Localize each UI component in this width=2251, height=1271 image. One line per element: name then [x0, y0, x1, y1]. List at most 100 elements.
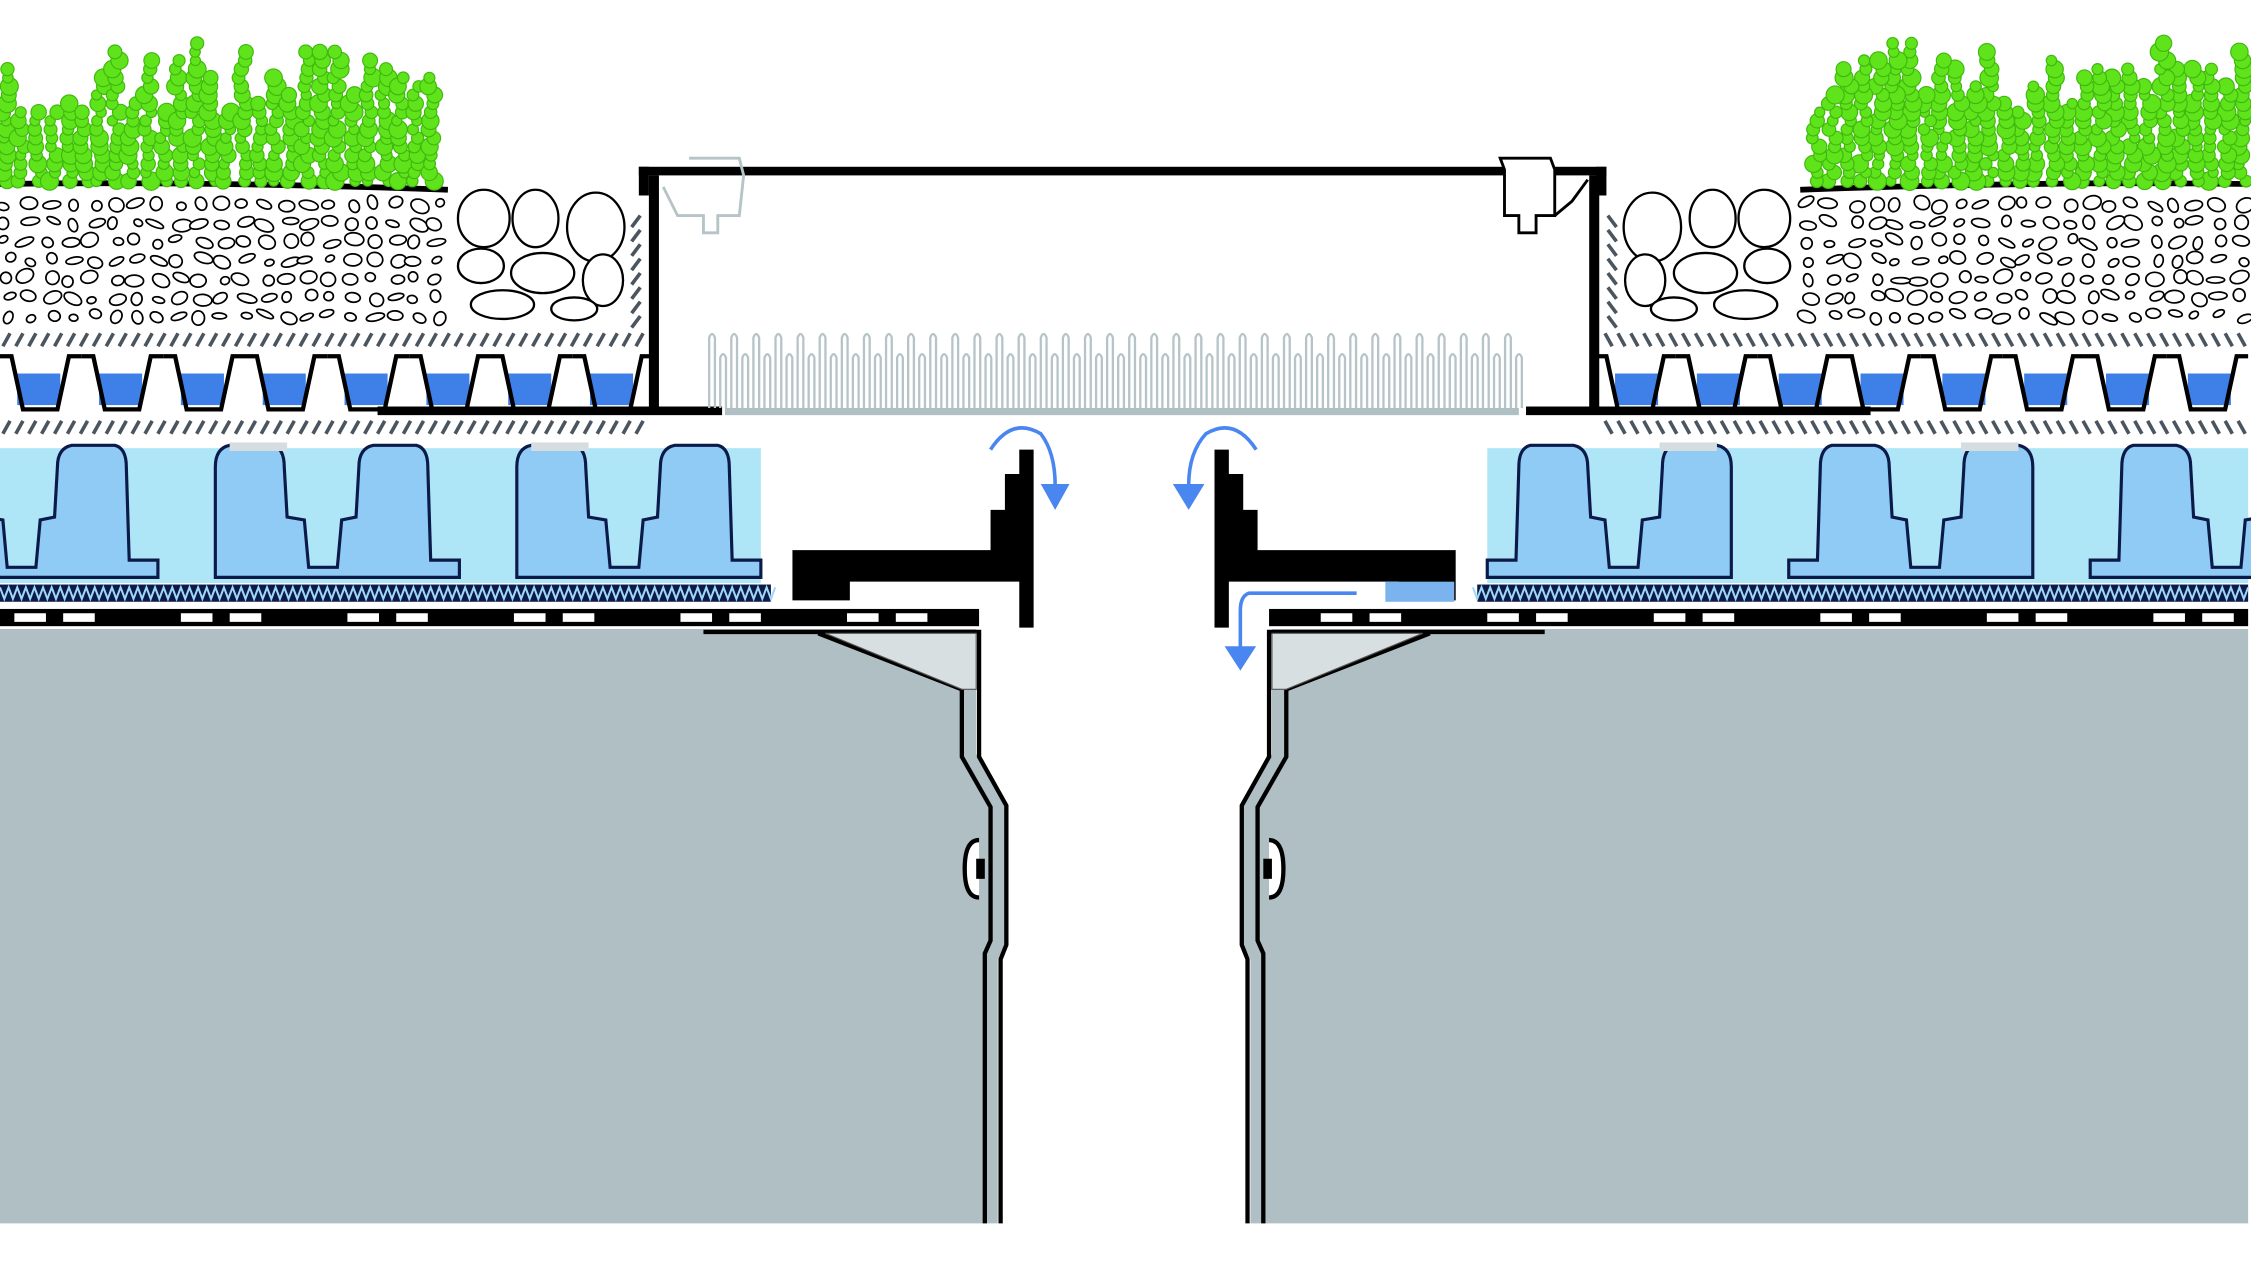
gravel-stone [14, 236, 35, 248]
filter-hatch [453, 332, 464, 348]
cover-base-plate [377, 406, 723, 416]
gravel-stone [1798, 220, 1818, 231]
plant-leaf [14, 106, 27, 119]
gravel-stone [1844, 291, 1856, 305]
gravel-stone [255, 198, 273, 210]
gravel-stone [68, 313, 79, 322]
filter-hatch [1926, 332, 1937, 348]
retained-water [1615, 373, 1659, 406]
edge-profile-outer [703, 629, 1009, 1224]
plant-leaf [1835, 61, 1852, 78]
cover-base-plate [1526, 406, 1871, 416]
side-hatch [630, 243, 642, 257]
gravel-stone [1884, 287, 1905, 303]
gravel-stone [2163, 289, 2185, 304]
membrane-dash [562, 613, 595, 622]
membrane-dash [1487, 613, 1519, 622]
compression-fin [1415, 332, 1424, 408]
drain-cup [2166, 354, 2249, 412]
compression-fin [1304, 332, 1313, 408]
separation-hatch [414, 420, 426, 435]
plant-leaf [264, 68, 283, 88]
filter-hatch [1797, 332, 1808, 348]
plant-leaf [59, 94, 79, 113]
separation-hatch [233, 420, 245, 435]
cover-plate [638, 166, 1607, 176]
plant-leaf [1869, 51, 1888, 70]
gravel-stone [255, 308, 275, 320]
separation-hatch [1732, 420, 1743, 435]
separation-hatch [1693, 420, 1705, 435]
separation-hatch [453, 420, 464, 435]
membrane-dash [347, 613, 379, 622]
water-flow-arrow-right-head [1172, 484, 1205, 510]
edge-clamp-bolt [976, 858, 985, 879]
separation-hatch [1810, 420, 1821, 435]
compression-fin [1459, 332, 1468, 408]
gravel-stone [431, 255, 443, 265]
filter-hatch [608, 332, 619, 348]
drainage-board [213, 443, 461, 579]
compression-fin [1448, 353, 1457, 408]
gravel-stone [2188, 310, 2200, 320]
plant-leaf [396, 71, 410, 85]
gravel-stone [434, 197, 446, 208]
gravel-stone [2212, 308, 2226, 319]
separation-hatch [1603, 420, 1614, 435]
gravel-stone [91, 199, 103, 212]
separation-hatch [1668, 420, 1679, 435]
compression-fin [1260, 332, 1269, 408]
gravel-stone [2038, 236, 2058, 251]
gravel-stone [108, 293, 128, 307]
gravel-stone [2020, 219, 2037, 228]
compression-fin [840, 332, 849, 408]
gravel-stone [67, 217, 79, 233]
gravel-stone [283, 233, 300, 249]
compression-fin [1105, 332, 1115, 408]
gravel-stone [2100, 288, 2120, 301]
gravel-stone [63, 291, 83, 307]
filter-hatch [2197, 332, 2209, 348]
gravel-stone [110, 274, 125, 287]
gravel-stone [300, 231, 315, 247]
gravel-stone [406, 294, 419, 305]
gravel-stone [238, 252, 256, 264]
separation-hatch [1823, 420, 1834, 435]
fastener-clip [1553, 178, 1589, 217]
gravel-stone [1802, 256, 1815, 269]
gravel-stone [2079, 274, 2095, 285]
gravel-stone [2214, 234, 2228, 248]
filter-hatch [40, 332, 51, 348]
gravel-stone [109, 309, 123, 325]
separation-hatch [531, 420, 542, 435]
gravel-stone [212, 195, 231, 211]
gravel-stone [0, 216, 10, 231]
gravel-stone [192, 293, 213, 307]
plant-leaf [2154, 34, 2173, 52]
filter-hatch [324, 332, 335, 348]
compression-fin [929, 332, 938, 408]
drainage-board-cap [229, 442, 288, 452]
separation-hatch [1629, 420, 1640, 435]
separation-hatch [298, 420, 309, 435]
separation-hatch [1861, 420, 1873, 435]
membrane-dash [1702, 613, 1735, 622]
gravel-stone [46, 215, 62, 226]
gravel-stone [86, 296, 97, 305]
compression-fin [1072, 353, 1081, 408]
gravel-stone [1930, 199, 1948, 215]
filter-hatch [466, 332, 477, 348]
plant-leaf [2066, 97, 2078, 110]
filter-hatch [375, 332, 387, 348]
gravel-stone [1823, 239, 1836, 249]
separation-hatch [337, 420, 348, 435]
filter-hatch [311, 332, 322, 348]
gravel-stone [2106, 236, 2118, 249]
cover-side-post [1589, 175, 1600, 413]
separation-hatch [2016, 420, 2028, 435]
separation-hatch [1874, 420, 1886, 435]
separation-hatch [621, 420, 632, 435]
separation-hatch [569, 420, 581, 435]
compression-fin [1503, 332, 1512, 408]
gravel-stone [2191, 292, 2208, 308]
